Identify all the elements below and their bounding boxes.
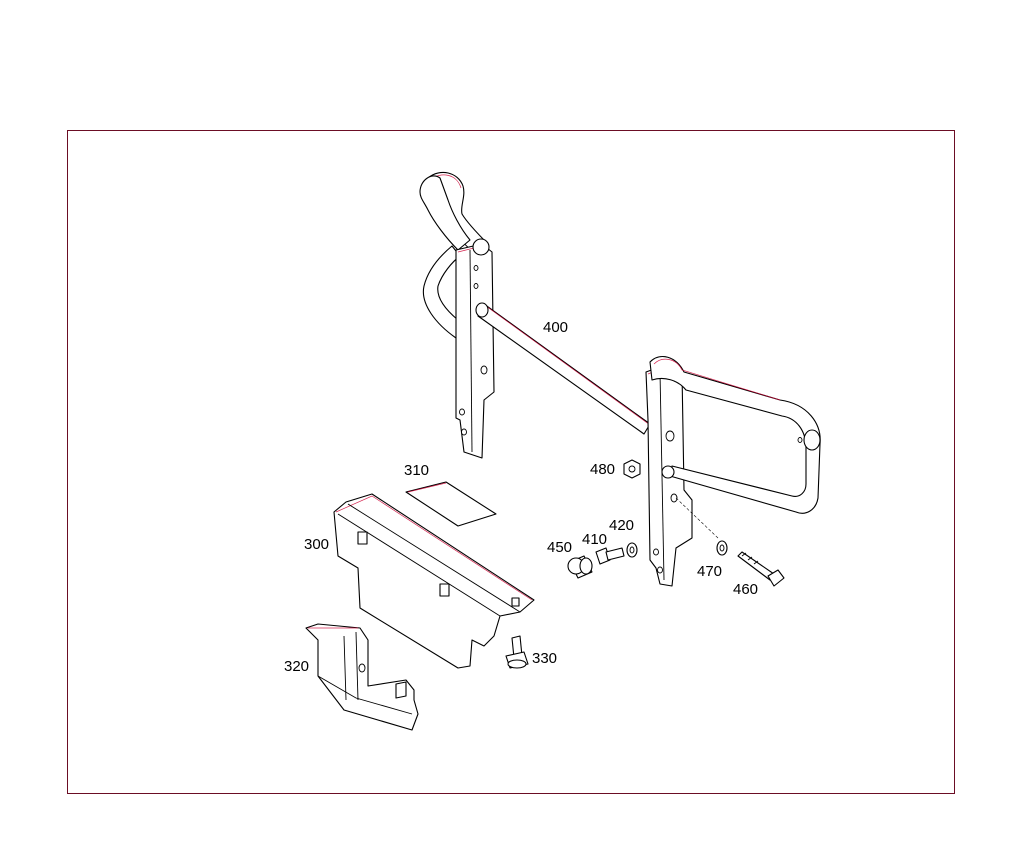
part-410-bolt (595, 547, 625, 565)
label-450: 450 (547, 539, 572, 556)
part-420-washer (626, 542, 638, 558)
part-300-cover (333, 493, 535, 669)
label-300: 300 (304, 536, 329, 553)
label-330: 330 (532, 650, 557, 667)
label-310: 310 (404, 462, 429, 479)
part-450-bushing (567, 555, 593, 579)
label-420: 420 (609, 517, 634, 534)
part-460-bolt (737, 551, 785, 587)
part-330-bolt (505, 635, 529, 669)
part-320-bracket (305, 623, 419, 731)
label-410: 410 (582, 531, 607, 548)
label-320: 320 (284, 658, 309, 675)
part-310-plate (405, 481, 497, 527)
label-400: 400 (543, 319, 568, 336)
part-470-washer (716, 540, 728, 556)
label-460: 460 (733, 581, 758, 598)
diagram-frame (67, 130, 955, 794)
label-470: 470 (697, 563, 722, 580)
part-400-frame (419, 171, 821, 587)
label-480: 480 (590, 461, 615, 478)
part-480-nut (623, 459, 641, 479)
part-labels: 400 310 480 300 420 410 450 470 460 330 … (284, 319, 758, 675)
